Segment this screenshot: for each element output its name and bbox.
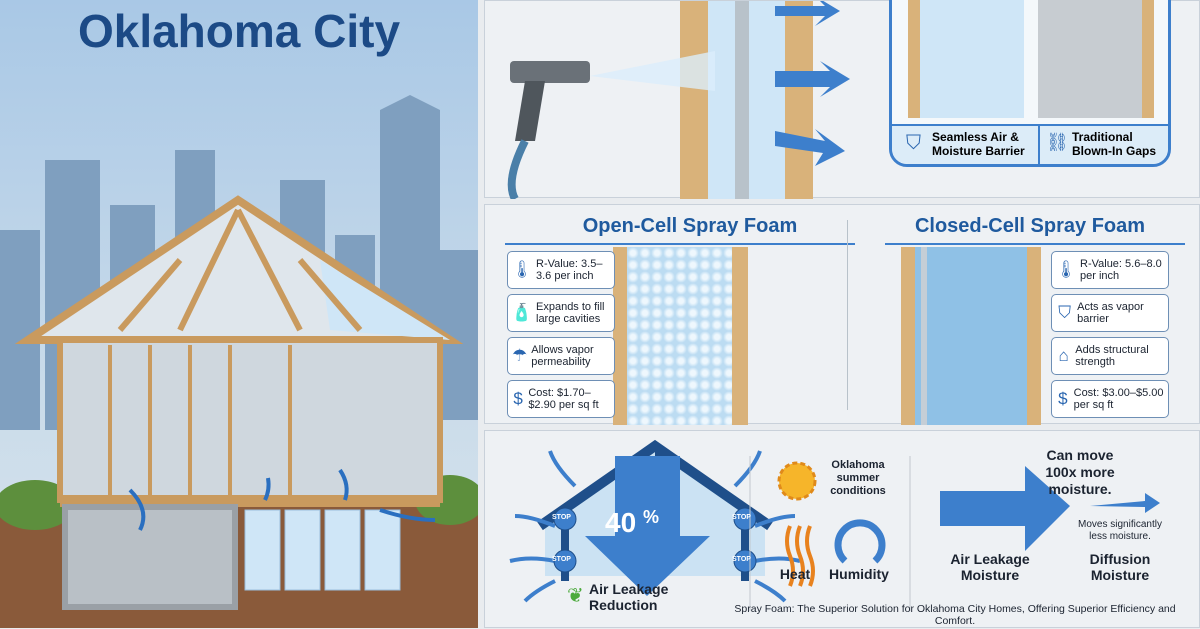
house-illustration [0,95,478,628]
feature-card: 🧴Expands to fill large cavities [507,294,615,332]
percent-sign: % [643,507,660,527]
open-cell-wall [613,247,748,425]
blown-in-closeup [1038,0,1154,118]
cloud-rain-icon: ☂ [512,346,528,365]
shield-icon: ⛉ [1058,303,1071,322]
moves-less-label: Moves significantly less moisture. [1078,519,1162,542]
stop-sign: STOP [552,514,571,521]
diffusion-moisture-label: Diffusion Moisture [1089,551,1151,583]
foam-comparison-panel: Open-Cell Spray Foam Closed-Cell Spray F… [484,204,1200,425]
heat-label: Heat [779,566,811,582]
feature-card: $Cost: $3.00–$5.00 per sq ft [1051,380,1169,418]
open-cell-features: 🌡R-Value: 3.5–3.6 per inch 🧴Expands to f… [507,251,615,418]
spray-gun-illustration [507,1,850,199]
feature-card: ☂Allows vapor permeability [507,337,615,375]
comparison-callout: ⛉ Seamless Air & Moisture Barrier ⛓ Trad… [889,0,1171,167]
closed-cell-heading: Closed-Cell Spray Foam [914,215,1146,237]
spray-application-panel: ⛉ Seamless Air & Moisture Barrier ⛓ Trad… [484,0,1200,199]
feature-card: 🌡R-Value: 3.5–3.6 per inch [507,251,615,289]
can-move-label: Can move 100x more moisture. [1045,447,1115,497]
stop-sign: STOP [552,556,571,563]
stop-sign: STOP [732,556,751,563]
conditions-label: Oklahoma summer conditions [830,459,886,497]
footer-tagline: Spray Foam: The Superior Solution for Ok… [734,603,1176,627]
stop-sign: STOP [732,514,751,521]
blown-label: Traditional Blown-In Gaps [1072,130,1156,158]
closed-cell-wall [901,247,1041,425]
thermometer-icon: 🌡 [511,260,533,279]
shield-check-icon: ⛉ [906,132,921,154]
house-strength-icon: ⌂ [1058,346,1069,365]
city-house-panel: Oklahoma City [0,0,478,628]
open-cell-heading: Open-Cell Spray Foam [582,215,798,237]
spray-label: Seamless Air & Moisture Barrier [932,130,1025,158]
feature-card: ⌂Adds structural strength [1051,337,1169,375]
spray-foam-closeup [908,0,1024,118]
closed-cell-features: 🌡R-Value: 5.6–8.0 per inch ⛉Acts as vapo… [1051,251,1169,418]
page-title: Oklahoma City [77,5,401,57]
spray-can-icon: 🧴 [511,303,533,322]
air-leakage-reduction-label: Air Leakage Reduction [589,581,669,613]
broken-link-icon: ⛓ [1046,132,1069,152]
reduction-percent: 40 [605,507,637,538]
dollar-icon: $ [1058,389,1068,408]
feature-card: ⛉Acts as vapor barrier [1051,294,1169,332]
leaf-icon: ❦ [567,585,584,607]
benefits-panel: STOP STOP STOP STOP 40 % ❦ Air Leakage R… [484,430,1200,628]
thermometer-icon: 🌡 [1055,260,1077,279]
feature-card: $Cost: $1.70–$2.90 per sq ft [507,380,615,418]
dollar-icon: $ [513,389,523,408]
humidity-label: Humidity [829,566,889,582]
air-leakage-moisture-label: Air Leakage Moisture [950,551,1030,583]
feature-card: 🌡R-Value: 5.6–8.0 per inch [1051,251,1169,289]
benefits-illustration [509,439,1160,611]
